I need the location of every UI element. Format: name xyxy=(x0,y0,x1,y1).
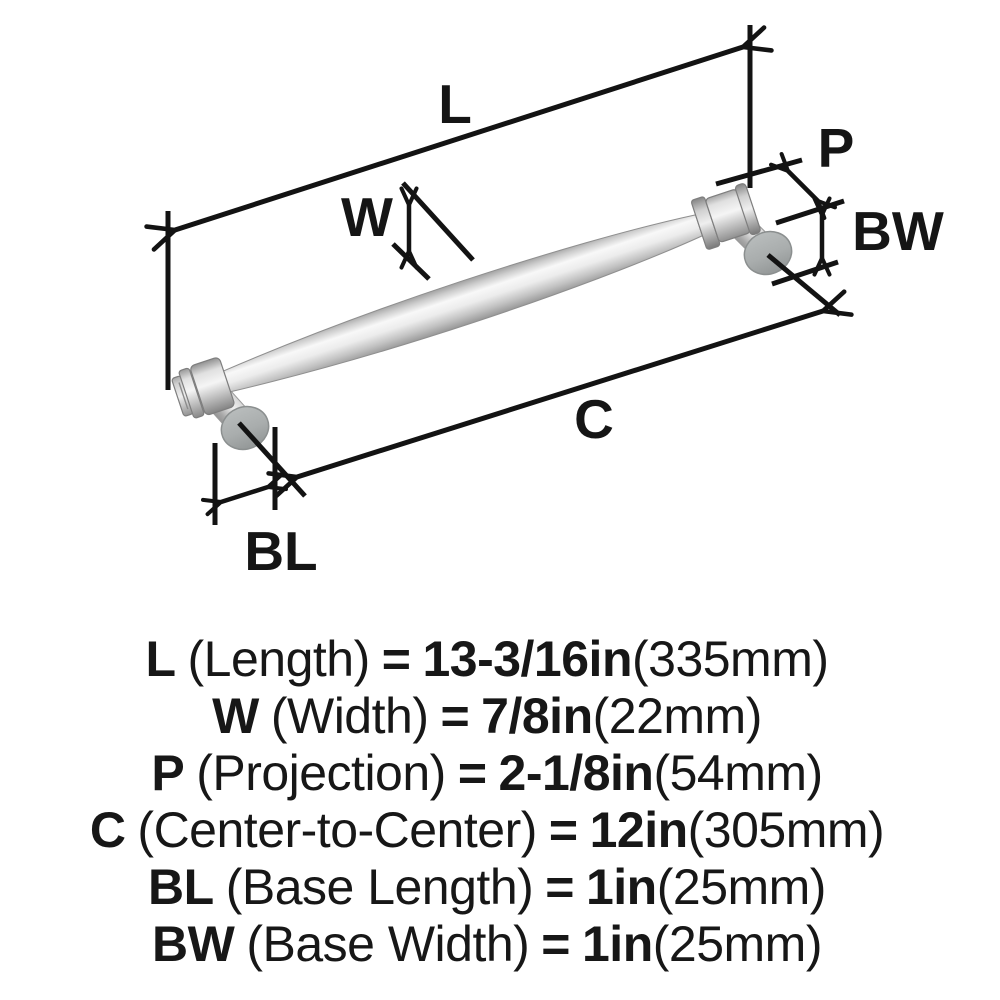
legend-code: L xyxy=(145,631,176,687)
pull-handle-illustration xyxy=(171,183,793,451)
legend-metric: (25mm) xyxy=(656,859,827,915)
legend-value: 1in xyxy=(585,859,657,915)
c-tick-left xyxy=(237,421,307,498)
dim-P xyxy=(715,160,818,201)
legend-name: (Width) xyxy=(270,688,429,744)
dimension-legend: L(Length)=13-3/16in(335mm) W(Width)=7/8i… xyxy=(0,621,1000,973)
legend-metric: (22mm) xyxy=(592,688,763,744)
legend-equals: = xyxy=(545,859,574,915)
legend-name: (Length) xyxy=(187,631,371,687)
legend-metric: (54mm) xyxy=(653,745,823,801)
legend-name: (Center-to-Center) xyxy=(137,802,537,858)
legend-code: BW xyxy=(152,916,235,972)
legend-row-base-width: BW(Base Width)=1in(25mm) xyxy=(0,916,974,973)
legend-equals: = xyxy=(457,745,487,801)
legend-value: 1in xyxy=(582,916,653,972)
bl-dimension-arrow xyxy=(221,487,268,502)
legend-value: 13-3/16in xyxy=(422,631,632,687)
l-dimension-line xyxy=(175,47,743,230)
legend-row-base-length: BL(Base Length)=1in(25mm) xyxy=(0,859,974,916)
legend-row-projection: P(Projection)=2-1/8in(54mm) xyxy=(0,745,974,802)
legend-code: W xyxy=(212,688,259,744)
bw-tick-upper xyxy=(775,198,845,226)
legend-metric: (305mm) xyxy=(687,802,885,858)
label-BW: BW xyxy=(852,200,944,262)
legend-code: C xyxy=(89,802,126,858)
legend-metric: (335mm) xyxy=(631,631,829,687)
dim-W xyxy=(391,181,475,281)
legend-name: (Base Width) xyxy=(246,916,530,972)
legend-equals: = xyxy=(548,802,578,858)
dim-BL xyxy=(215,427,275,525)
legend-value: 7/8in xyxy=(481,688,593,744)
legend-equals: = xyxy=(541,916,570,972)
legend-value: 2-1/8in xyxy=(498,745,654,801)
legend-equals: = xyxy=(381,631,411,687)
w-tick-upper xyxy=(401,181,475,262)
legend-row-width: W(Width)=7/8in(22mm) xyxy=(0,688,974,745)
dimension-diagram: L W P BW C BL xyxy=(0,25,944,582)
dim-BW xyxy=(771,198,845,287)
label-L: L xyxy=(438,73,472,135)
legend-row-center-to-center: C(Center-to-Center)=12in(305mm) xyxy=(0,802,974,859)
dim-L xyxy=(168,25,750,390)
label-C: C xyxy=(574,388,614,450)
legend-equals: = xyxy=(440,688,470,744)
legend-name: (Base Length) xyxy=(225,859,534,915)
legend-metric: (25mm) xyxy=(652,916,823,972)
p-dimension-arrow xyxy=(788,171,818,201)
legend-value: 12in xyxy=(589,802,689,858)
legend-code: BL xyxy=(148,859,214,915)
left-end-cap xyxy=(171,357,235,419)
legend-code: P xyxy=(151,745,185,801)
label-W: W xyxy=(341,186,393,248)
c-dimension-line xyxy=(297,311,823,477)
label-BL: BL xyxy=(244,520,317,582)
dimension-annotations xyxy=(168,25,844,525)
legend-name: (Projection) xyxy=(196,745,446,801)
label-P: P xyxy=(818,117,855,179)
legend-row-length: L(Length)=13-3/16in(335mm) xyxy=(0,631,974,688)
dim-C xyxy=(237,253,840,498)
